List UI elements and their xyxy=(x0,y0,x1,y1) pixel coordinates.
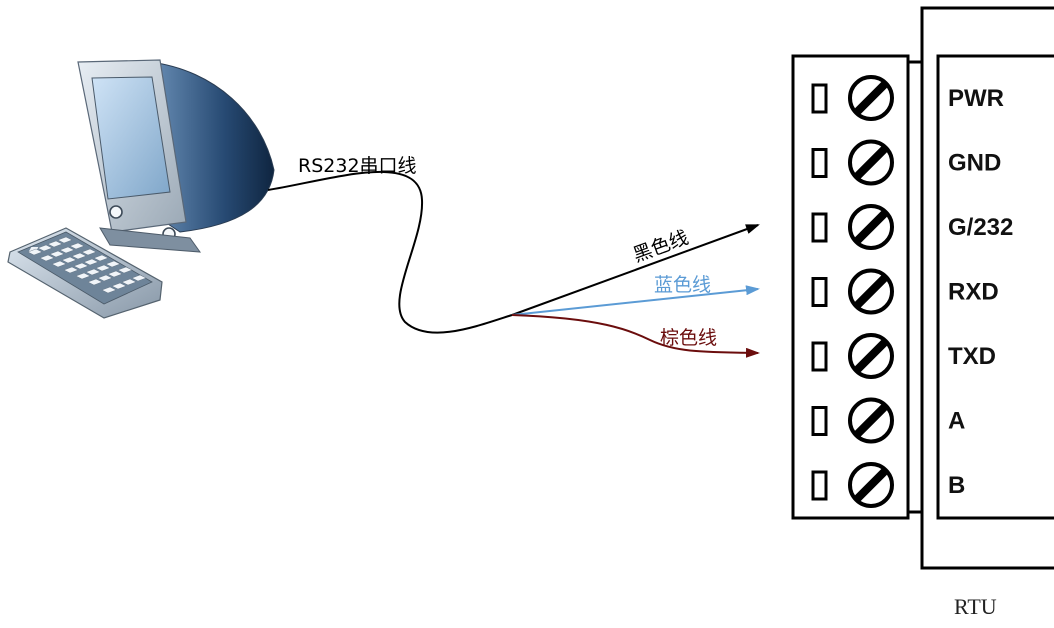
terminal-row: TXD xyxy=(811,333,996,379)
wire-blue xyxy=(511,285,760,316)
computer-icon xyxy=(7,59,275,319)
terminal-slot xyxy=(811,83,828,114)
terminal-label: B xyxy=(948,472,965,499)
terminal-row: A xyxy=(811,397,965,444)
terminal-label: TXD xyxy=(948,343,996,370)
terminal-slot xyxy=(811,341,828,372)
terminal-row: G/232 xyxy=(811,204,1013,250)
wire-brown xyxy=(511,314,760,358)
terminal-label: A xyxy=(948,408,965,435)
terminal-label: G/232 xyxy=(948,214,1013,241)
rtu-label: RTU xyxy=(954,594,997,619)
screw-icon xyxy=(848,204,894,250)
wire-black xyxy=(511,224,760,316)
terminal-slot xyxy=(811,470,828,501)
screw-icon xyxy=(848,462,894,508)
rtu-device xyxy=(791,6,1054,570)
terminal-slot xyxy=(811,148,828,178)
terminal-label: RXD xyxy=(948,279,999,306)
screw-icon xyxy=(848,268,894,315)
terminal-row: RXD xyxy=(811,268,999,315)
terminal-row: GND xyxy=(811,139,1001,186)
wire-label-brown: 棕色线 xyxy=(660,327,717,349)
wire-label-blue: 蓝色线 xyxy=(654,274,711,296)
terminal-slot xyxy=(811,277,828,307)
terminal-row: PWR xyxy=(811,75,1004,121)
terminal-label: PWR xyxy=(948,85,1004,112)
terminal-row: B xyxy=(811,462,965,508)
cable-label: RS232串口线 xyxy=(298,155,417,177)
screw-icon xyxy=(848,139,894,186)
screw-icon xyxy=(848,397,894,444)
screw-icon xyxy=(848,75,894,121)
rs232-cable xyxy=(267,171,513,334)
terminal-label: GND xyxy=(948,150,1001,177)
terminal-slot xyxy=(811,212,828,243)
terminal-slot xyxy=(811,406,828,436)
screw-icon xyxy=(848,333,894,379)
